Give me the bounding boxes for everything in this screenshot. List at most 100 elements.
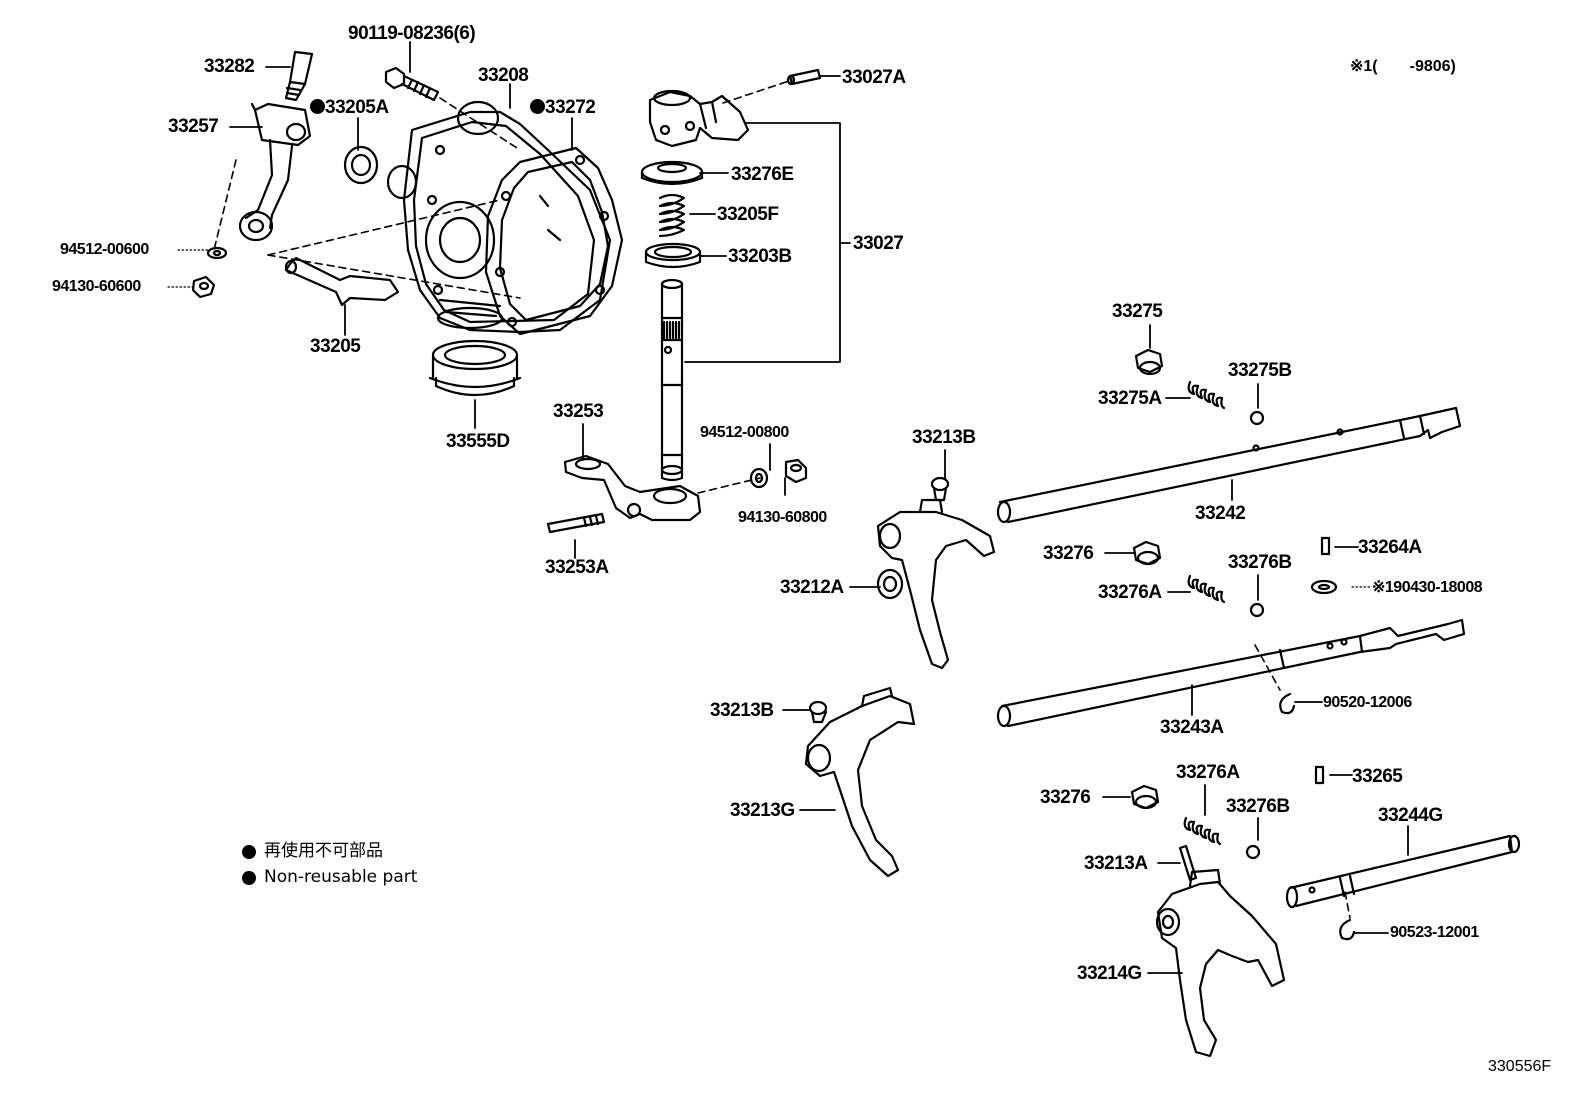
label-94130-60600: 94130-60600 xyxy=(52,278,141,295)
part-33272-gasket xyxy=(484,146,624,336)
label-33253A: 33253A xyxy=(545,557,609,578)
label-90520-12006: 90520-12006 xyxy=(1323,694,1412,711)
legend-en-text: Non-reusable part xyxy=(264,867,418,887)
label-33203B: 33203B xyxy=(728,246,792,267)
label-33282: 33282 xyxy=(204,56,255,77)
part-33282-pin xyxy=(284,50,314,102)
label-33276A-upper: 33276A xyxy=(1098,582,1162,603)
label-33276A-lower: 33276A xyxy=(1176,762,1240,783)
part-33257-lever xyxy=(238,102,312,242)
leader-lines xyxy=(229,41,1409,974)
part-94130-60600-nut xyxy=(191,275,216,299)
part-33276-plug-lower xyxy=(1130,784,1160,810)
part-33213A-pin xyxy=(1178,844,1198,882)
label-33205A: 33205A xyxy=(310,98,389,117)
label-94512-00800: 94512-00800 xyxy=(700,424,789,441)
label-33276-upper: 33276 xyxy=(1043,543,1094,564)
part-33276E-washer xyxy=(640,160,704,186)
label-33276B-upper: 33276B xyxy=(1228,552,1292,573)
label-33205A-text: 33205A xyxy=(325,97,389,118)
part-33276B-ball-lower xyxy=(1245,844,1261,860)
label-33275A: 33275A xyxy=(1098,388,1162,409)
label-33265: 33265 xyxy=(1352,766,1403,787)
label-33276B-lower: 33276B xyxy=(1226,796,1290,817)
legend-jp-text: 再使用不可部品 xyxy=(264,841,383,861)
label-33205: 33205 xyxy=(310,336,361,357)
part-190430-18008-washer xyxy=(1310,579,1338,595)
label-94130-60800: 94130-60800 xyxy=(738,509,827,526)
part-94130-60800-nut xyxy=(784,458,808,484)
label-33212A: 33212A xyxy=(780,577,844,598)
part-33208-housing xyxy=(386,100,612,334)
label-33555D: 33555D xyxy=(446,431,510,452)
non-reusable-mark xyxy=(530,99,545,114)
part-33213G-fork xyxy=(804,686,916,878)
part-33205A-seal xyxy=(343,145,379,185)
non-reusable-mark xyxy=(310,99,325,114)
part-33275-plug xyxy=(1134,348,1164,376)
part-33213B-bolt-top xyxy=(930,476,950,502)
label-33214G: 33214G xyxy=(1077,963,1142,984)
label-33275: 33275 xyxy=(1112,301,1163,322)
assembly-lines xyxy=(213,79,1351,919)
label-33243A: 33243A xyxy=(1160,717,1224,738)
legend-dot-icon xyxy=(242,844,256,859)
label-33244G: 33244G xyxy=(1378,805,1443,826)
label-33253: 33253 xyxy=(553,401,604,422)
part-94512-00800-washer xyxy=(749,467,769,489)
label-33027A: 33027A xyxy=(842,67,906,88)
legend-en: Non-reusable part xyxy=(242,869,417,886)
label-33275B: 33275B xyxy=(1228,360,1292,381)
part-33265-pin xyxy=(1314,765,1325,785)
label-33272: 33272 xyxy=(530,97,596,118)
leader-lines-dotted xyxy=(167,249,1371,588)
part-33253-lever xyxy=(563,454,702,522)
label-33257: 33257 xyxy=(168,116,219,137)
part-33027-shaft xyxy=(660,278,684,482)
label-33276E: 33276E xyxy=(731,164,794,185)
label-33213G: 33213G xyxy=(730,800,795,821)
part-33212A-fork xyxy=(876,498,996,670)
part-33205F-spring xyxy=(658,193,686,238)
part-33242-rod xyxy=(996,406,1462,524)
label-33264A: 33264A xyxy=(1358,537,1422,558)
part-33027A-pin xyxy=(786,68,822,86)
diagram-id: 330556F xyxy=(1488,1058,1552,1075)
label-33272-text: 33272 xyxy=(545,97,596,118)
part-33275B-ball xyxy=(1249,410,1265,426)
part-33205-lever xyxy=(284,256,400,307)
label-90523-12001: 90523-12001 xyxy=(1390,924,1479,941)
label-33213B-top: 33213B xyxy=(912,427,976,448)
part-90119-bolt xyxy=(384,66,440,102)
label-33208: 33208 xyxy=(478,65,529,86)
part-90520-12006-clip xyxy=(1279,692,1296,715)
part-33276B-ball-upper xyxy=(1249,602,1265,618)
label-33242: 33242 xyxy=(1195,503,1246,524)
part-90523-12001-clip xyxy=(1339,918,1356,941)
part-33276-plug-upper xyxy=(1132,540,1162,566)
part-33203B-seal xyxy=(644,242,702,269)
label-33213B-mid: 33213B xyxy=(710,700,774,721)
part-33264A-pin xyxy=(1320,536,1331,556)
part-33214G-fork xyxy=(1155,868,1286,1058)
label-94512-00600: 94512-00600 xyxy=(60,241,149,258)
part-33555D-seal xyxy=(428,339,522,397)
part-33276A-spring-lower xyxy=(1183,816,1222,846)
date-range-note: ※1( -9806) xyxy=(1350,58,1456,75)
part-33243A-rod xyxy=(996,618,1466,728)
part-33275A-spring xyxy=(1187,380,1226,410)
label-90119-08236: 90119-08236(6) xyxy=(348,23,476,44)
label-33276-lower: 33276 xyxy=(1040,787,1091,808)
legend-jp: 再使用不可部品 xyxy=(242,843,383,860)
label-33205F: 33205F xyxy=(717,204,779,225)
label-33027: 33027 xyxy=(853,233,904,254)
part-33213B-bolt-mid xyxy=(808,700,828,724)
part-33244G-rod xyxy=(1285,834,1521,909)
part-33253A-pin xyxy=(546,512,606,534)
part-94512-00600-washer xyxy=(206,246,228,260)
legend-dot-icon xyxy=(242,870,256,885)
label-33213A: 33213A xyxy=(1084,853,1148,874)
label-190430-18008: ※190430-18008 xyxy=(1372,579,1483,596)
